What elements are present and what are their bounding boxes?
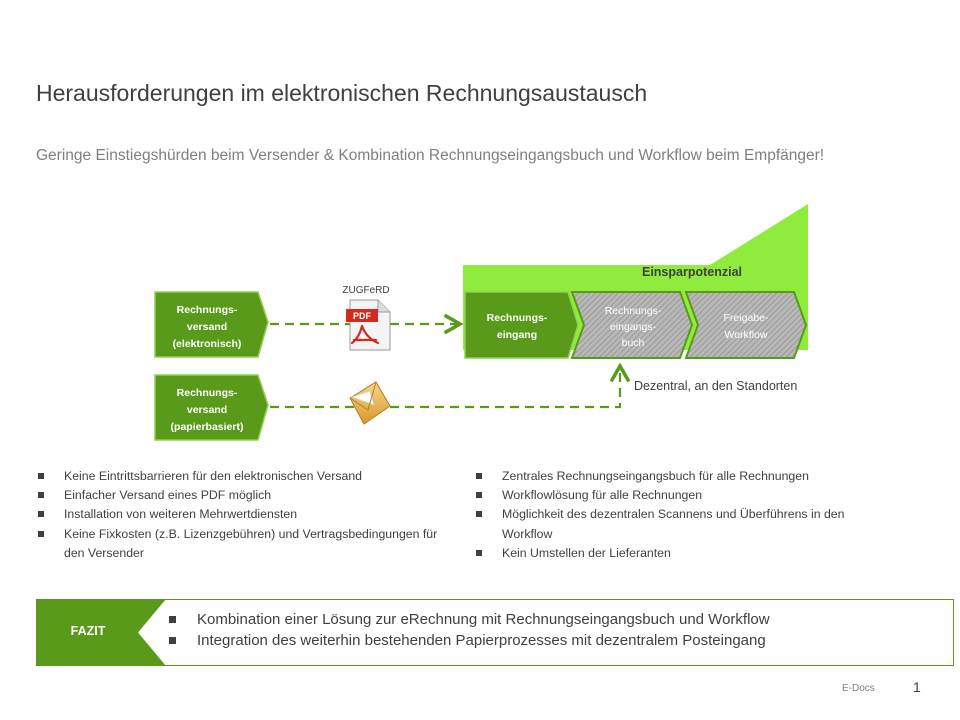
node-receipt-line2: eingang [497,329,537,341]
format-label: ZUGFeRD [342,285,389,296]
node-sender-electronic-line1: Rechnungs- [177,304,238,316]
savings-label: Einsparpotenzial [642,265,742,279]
node-register-line3: buch [622,337,645,349]
footer-brand: E-Docs [842,683,875,694]
pdf-file-icon: PDF [346,299,391,351]
list-item: Keine Fixkosten (z.B. Lizenzgebühren) un… [36,525,446,563]
list-item: Installation von weiteren Mehrwertdienst… [36,505,446,524]
node-sender-paper: Rechnungs-versand (papierbasiert) [154,374,269,441]
svg-text:Rechnungs-eingangs-buch: Rechnungs-eingangs-buch [605,305,662,349]
page-number: 1 [913,679,921,695]
decentral-label: Dezentral, an den Standorten [634,379,797,393]
svg-text:Rechnungs-eingang: Rechnungs-eingang [487,312,548,341]
node-approval-line1: Freigabe- [724,312,769,324]
node-sender-electronic-line3: (elektronisch) [173,338,242,350]
sender-benefits: Keine Eintrittsbarrieren für den elektro… [36,467,446,563]
fazit-tag [36,599,166,666]
list-item: Zentrales Rechnungseingangsbuch für alle… [474,467,894,486]
receiver-benefits: Zentrales Rechnungseingangsbuch für alle… [474,467,894,563]
node-register: Rechnungs-eingangs-buch [570,291,694,359]
node-receipt-line1: Rechnungs- [487,312,548,324]
fazit-label: FAZIT [70,624,106,638]
connector-paper [270,362,631,409]
list-item: Integration des weiterhin bestehenden Pa… [165,630,925,651]
node-sender-electronic-line2: versand [187,321,227,333]
list-item: Kombination einer Lösung zur eRechnung m… [165,609,925,630]
node-approval: Freigabe- Workflow [684,291,808,359]
node-approval-line2: Workflow [725,329,768,341]
node-sender-paper-line3: (papierbasiert) [171,421,244,433]
list-item: Möglichkeit des dezentralen Scannens und… [474,505,894,543]
svg-text:Freigabe-Workflow: Freigabe- Workflow [724,312,769,341]
node-register-line2: eingangs- [610,321,657,333]
list-item: Kein Umstellen der Lieferanten [474,544,894,563]
list-item: Einfacher Versand eines PDF möglich [36,486,446,505]
fazit-bullets: Kombination einer Lösung zur eRechnung m… [165,609,925,651]
page-subtitle: Geringe Einstiegshürden beim Versender &… [36,147,825,164]
page-title: Herausforderungen im elektronischen Rech… [36,80,648,106]
svg-text:Rechnungs-versand(elektronisch: Rechnungs-versand (elektronisch) [173,304,242,350]
node-sender-electronic: Rechnungs-versand (elektronisch) [154,291,269,358]
node-sender-paper-line2: versand [187,404,227,416]
envelope-icon [349,381,391,425]
list-item: Keine Eintrittsbarrieren für den elektro… [36,467,446,486]
pdf-badge-text: PDF [353,311,372,321]
node-sender-paper-line1: Rechnungs- [177,387,238,399]
node-register-line1: Rechnungs- [605,305,662,317]
node-receipt: Rechnungs-eingang [464,291,579,359]
svg-text:Rechnungs-versand(papierbasier: Rechnungs-versand (papierbasiert) [171,387,244,433]
list-item: Workflowlösung für alle Rechnungen [474,486,894,505]
fazit-box [36,599,954,666]
